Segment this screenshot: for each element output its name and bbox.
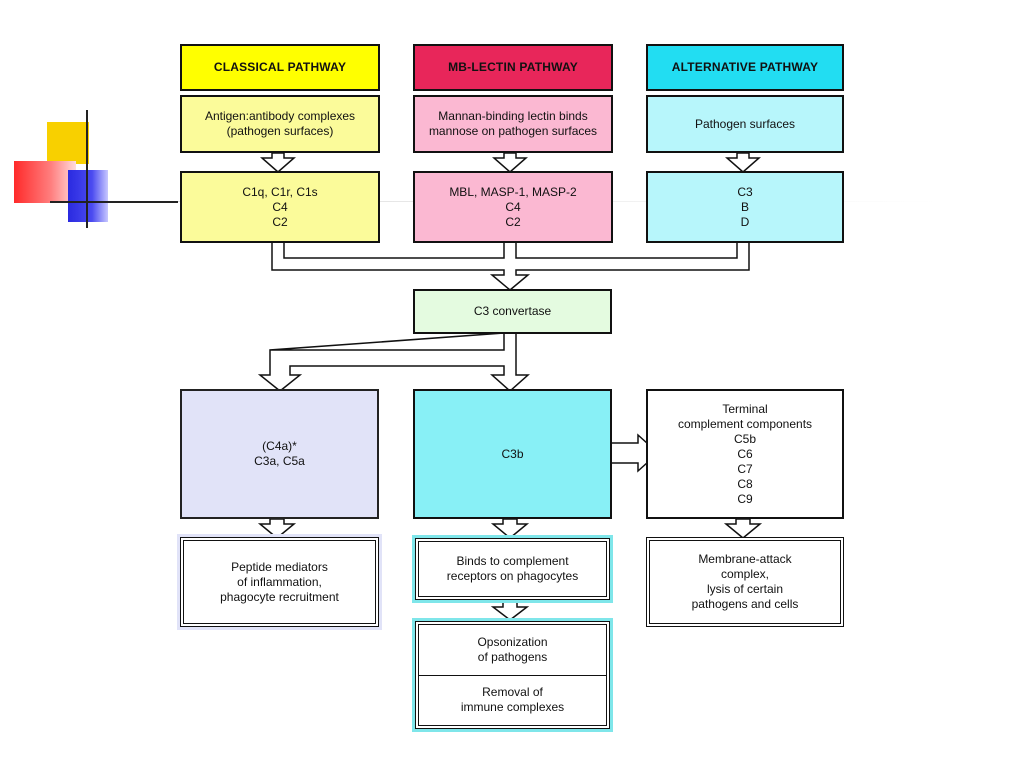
arrow-anaphylatoxin-outcome — [257, 518, 297, 539]
opsonization-line-1: Opsonization — [477, 634, 548, 649]
arrow-receptors-opsonization — [490, 601, 530, 621]
alternative-trigger: Pathogen surfaces — [646, 95, 844, 153]
c3-convertase-box: C3 convertase — [413, 289, 612, 334]
c3-convertase-label: C3 convertase — [473, 304, 552, 318]
terminal-line-1: Terminal — [722, 401, 768, 416]
opsonization-removal-box: Opsonization of pathogens Removal of imm… — [412, 618, 613, 732]
mac-line-3: lysis of certain — [706, 582, 784, 596]
c3b-label: C3b — [501, 446, 524, 461]
classical-trigger-line-2: (pathogen surfaces) — [226, 124, 334, 138]
alternative-pathway-header: ALTERNATIVE PATHWAY — [646, 44, 844, 91]
arrow-terminal-outcome — [723, 518, 763, 539]
anaphylatoxins-line-1: (C4a)* — [262, 439, 297, 453]
mac-line-1: Membrane-attack — [698, 552, 792, 566]
inflammation-line-3: phagocyte recruitment — [220, 589, 339, 604]
lectin-components: MBL, MASP-1, MASP-2 C4 C2 — [413, 171, 613, 243]
anaphylatoxins-line-2: C3a, C5a — [254, 454, 305, 468]
lectin-component-1: MBL, MASP-1, MASP-2 — [449, 184, 577, 199]
inflammation-outcome-box: Peptide mediators of inflammation, phago… — [177, 534, 382, 630]
opsonization-section: Opsonization of pathogens — [419, 625, 606, 675]
classical-component-1: C1q, C1r, C1s — [242, 184, 318, 199]
classical-header-text: CLASSICAL PATHWAY — [213, 60, 347, 74]
arrow-merge — [271, 241, 750, 291]
terminal-line-2: complement components — [677, 416, 813, 431]
opsonization-line-2: of pathogens — [477, 649, 548, 664]
lectin-trigger-line-2: mannose on pathogen surfaces — [428, 124, 598, 138]
anaphylatoxins-box: (C4a)* C3a, C5a — [180, 389, 379, 519]
removal-section: Removal of immune complexes — [419, 674, 606, 726]
terminal-line-5: C7 — [737, 461, 753, 476]
terminal-line-4: C6 — [737, 446, 753, 461]
arrow-alt-1 — [725, 152, 761, 173]
alternative-header-text: ALTERNATIVE PATHWAY — [671, 60, 819, 74]
inflammation-line-2: of inflammation, — [237, 574, 322, 589]
receptors-outcome-box: Binds to complement receptors on phagocy… — [412, 535, 613, 603]
lectin-trigger-line-1: Mannan-binding lectin binds — [438, 109, 588, 123]
lectin-trigger: Mannan-binding lectin binds mannose on p… — [413, 95, 613, 153]
decor-vertical-line — [86, 110, 88, 228]
alternative-components: C3 B D — [646, 171, 844, 243]
classical-components: C1q, C1r, C1s C4 C2 — [180, 171, 380, 243]
arrow-split — [257, 332, 530, 393]
terminal-components-box: Terminal complement components C5b C6 C7… — [646, 389, 844, 519]
classical-component-3: C2 — [272, 214, 288, 229]
lectin-component-2: C4 — [505, 199, 521, 214]
decor-yellow-square — [47, 122, 89, 164]
decor-red-square — [14, 161, 76, 203]
classical-trigger-line-1: Antigen:antibody complexes — [204, 109, 356, 123]
terminal-line-6: C8 — [737, 476, 753, 491]
alternative-component-2: B — [740, 199, 749, 214]
classical-trigger: Antigen:antibody complexes (pathogen sur… — [180, 95, 380, 153]
mac-line-2: complex, — [720, 567, 770, 581]
lectin-pathway-header: MB-LECTIN PATHWAY — [413, 44, 613, 91]
receptors-line-1: Binds to complement — [456, 554, 569, 568]
receptors-line-2: receptors on phagocytes — [446, 569, 579, 583]
decor-horizontal-line — [50, 201, 178, 203]
arrow-c3b-outcome — [490, 518, 530, 539]
alternative-trigger-line-1: Pathogen surfaces — [694, 116, 796, 131]
arrow-classical-1 — [260, 152, 296, 173]
classical-component-2: C4 — [272, 199, 288, 214]
c3b-box: C3b — [413, 389, 612, 519]
alternative-component-1: C3 — [737, 184, 753, 199]
mac-outcome-box: Membrane-attack complex, lysis of certai… — [646, 537, 844, 627]
arrow-lectin-1 — [492, 152, 528, 173]
removal-line-2: immune complexes — [460, 700, 565, 715]
mac-line-4: pathogens and cells — [691, 597, 799, 611]
terminal-line-3: C5b — [733, 431, 756, 446]
alternative-component-3: D — [740, 214, 750, 229]
classical-pathway-header: CLASSICAL PATHWAY — [180, 44, 380, 91]
removal-line-1: Removal of — [482, 685, 543, 700]
decor-blue-square — [68, 170, 108, 222]
lectin-component-3: C2 — [505, 214, 521, 229]
terminal-line-7: C9 — [737, 491, 753, 506]
lectin-header-text: MB-LECTIN PATHWAY — [448, 60, 578, 74]
inflammation-line-1: Peptide mediators — [231, 559, 328, 574]
